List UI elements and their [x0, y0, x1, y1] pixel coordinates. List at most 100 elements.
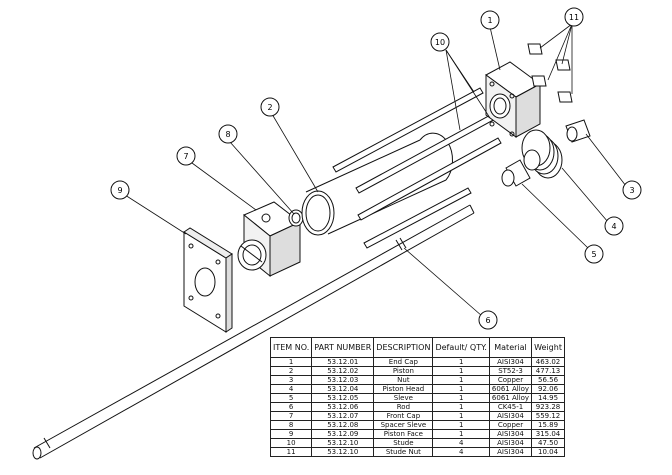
part-front-cap: [237, 201, 301, 278]
svg-text:1: 1: [487, 16, 492, 25]
svg-text:3: 3: [629, 186, 634, 195]
bom-header-description: DESCRIPTION: [373, 337, 434, 358]
bom-cell-material: 6061 Alloy: [488, 393, 533, 403]
svg-text:9: 9: [117, 186, 122, 195]
bom-cell-description: Nut: [373, 375, 434, 385]
bom-cell-description: End Cap: [373, 357, 434, 367]
part-stud-nuts: [527, 43, 573, 103]
svg-text:10: 10: [435, 38, 445, 47]
bom-cell-part-number: 53.12.06: [311, 402, 375, 412]
bom-cell-item-no: 2: [269, 366, 313, 376]
svg-text:7: 7: [183, 152, 188, 161]
bom-cell-weight: 14.95: [531, 393, 565, 403]
bom-header-item-no: ITEM NO.: [269, 337, 313, 358]
bom-cell-item-no: 4: [269, 384, 313, 394]
balloon-2: 2: [260, 97, 280, 117]
bom-cell-description: Piston Head: [373, 384, 434, 394]
bom-cell-weight: 559.12: [531, 411, 565, 421]
bom-cell-weight: 10.04: [531, 447, 565, 457]
bom-cell-qty: 1: [432, 420, 490, 430]
bom-cell-qty: 1: [432, 393, 490, 403]
bom-cell-qty: 1: [432, 375, 490, 385]
balloon-6: 6: [478, 310, 498, 330]
bom-cell-qty: 4: [432, 438, 490, 448]
bom-cell-description: Sleve: [373, 393, 434, 403]
svg-text:6: 6: [485, 316, 490, 325]
bom-cell-weight: 463.02: [531, 357, 565, 367]
bom-cell-item-no: 8: [269, 420, 313, 430]
balloon-8: 8: [218, 124, 238, 144]
bom-cell-part-number: 53.12.04: [311, 384, 375, 394]
bom-cell-qty: 4: [432, 447, 490, 457]
bom-cell-material: AISI304: [488, 357, 533, 367]
leader-lines: [124, 23, 627, 317]
bom-cell-part-number: 53.12.10: [311, 447, 375, 457]
bom-cell-weight: 477.13: [531, 366, 565, 376]
bom-header-qty: Default/ QTY.: [432, 337, 490, 358]
part-rod: [32, 204, 475, 460]
balloon-3: 3: [622, 180, 642, 200]
part-piston-face: [183, 227, 233, 333]
svg-text:2: 2: [267, 103, 272, 112]
part-sleeve: [501, 159, 531, 187]
bom-cell-description: Front Cap: [373, 411, 434, 421]
part-studs: [332, 87, 502, 249]
bom-cell-weight: 56.56: [531, 375, 565, 385]
bom-cell-part-number: 53.12.10: [311, 438, 375, 448]
balloon-11: 11: [564, 7, 584, 27]
bom-cell-part-number: 53.12.05: [311, 393, 375, 403]
part-spacer-sleeve: [288, 209, 304, 227]
bom-cell-item-no: 1: [269, 357, 313, 367]
bom-cell-description: Piston Face: [373, 429, 434, 439]
balloon-4: 4: [604, 216, 624, 236]
bom-cell-description: Piston: [373, 366, 434, 376]
bill-of-materials-table: ITEM NO. PART NUMBER DESCRIPTION Default…: [269, 337, 565, 457]
bom-cell-qty: 1: [432, 366, 490, 376]
bom-cell-item-no: 3: [269, 375, 313, 385]
bom-header-material: Material: [488, 337, 533, 358]
svg-text:5: 5: [591, 250, 596, 259]
bom-cell-material: Copper: [488, 375, 533, 385]
bom-cell-material: Copper: [488, 420, 533, 430]
balloon-1: 1: [480, 10, 500, 30]
balloon-5: 5: [584, 244, 604, 264]
svg-text:11: 11: [569, 13, 579, 22]
bom-cell-item-no: 6: [269, 402, 313, 412]
bom-cell-item-no: 5: [269, 393, 313, 403]
bom-cell-weight: 47.50: [531, 438, 565, 448]
bom-cell-material: CK45-1: [488, 402, 533, 412]
bom-cell-part-number: 53.12.08: [311, 420, 375, 430]
svg-text:8: 8: [225, 130, 230, 139]
bom-cell-weight: 923.28: [531, 402, 565, 412]
bom-cell-description: Stude: [373, 438, 434, 448]
bom-cell-qty: 1: [432, 429, 490, 439]
bom-cell-part-number: 53.12.01: [311, 357, 375, 367]
bom-cell-material: AISI304: [488, 438, 533, 448]
part-piston-head: [521, 129, 563, 179]
bom-cell-part-number: 53.12.02: [311, 366, 375, 376]
bom-cell-description: Rod: [373, 402, 434, 412]
bom-cell-qty: 1: [432, 384, 490, 394]
part-nut: [565, 119, 591, 143]
bom-cell-qty: 1: [432, 411, 490, 421]
bom-cell-material: AISI304: [488, 447, 533, 457]
svg-text:4: 4: [611, 222, 616, 231]
bom-cell-weight: 315.04: [531, 429, 565, 439]
part-end-cap: [485, 61, 541, 138]
bom-cell-part-number: 53.12.09: [311, 429, 375, 439]
bom-cell-material: AISI304: [488, 411, 533, 421]
bom-header-weight: Weight: [531, 337, 565, 358]
bom-cell-weight: 92.06: [531, 384, 565, 394]
